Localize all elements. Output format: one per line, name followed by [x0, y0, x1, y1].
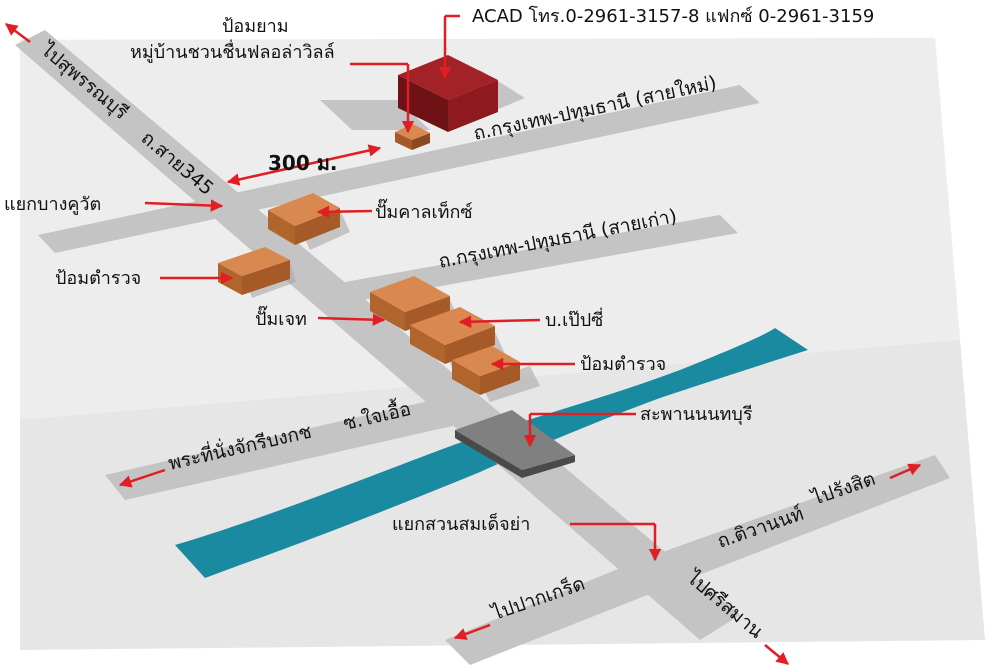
arrow-bang-khu-wat — [144, 199, 224, 212]
guard-box-side — [395, 132, 412, 150]
police1-top — [218, 247, 290, 276]
arrow-rangsit — [889, 463, 922, 480]
arrow-jet — [317, 313, 386, 326]
caltex-label: ปั๊มคาลเท็กซ์ — [375, 198, 473, 223]
village-label: หมู่บ้านชวนชื่นฟลอล่าวิลล์ — [130, 39, 335, 63]
police2-shadow — [480, 366, 540, 402]
pepsi-side — [445, 326, 495, 364]
bridge-label: สะพานนนทบุรี — [640, 404, 753, 425]
bridge-deck-side — [455, 430, 575, 478]
jet-top — [370, 276, 450, 312]
distance-label: 300 ม. — [268, 151, 338, 175]
arrow-pakkret — [453, 623, 491, 640]
pepsi-top — [410, 307, 495, 345]
pepsi-label: บ.เป๊ปซี่ — [545, 307, 603, 331]
target-building-front — [398, 75, 448, 132]
arrow-distance-line — [226, 144, 382, 186]
caltex-top — [268, 193, 340, 226]
pepsi-front — [410, 325, 445, 364]
road-chaiua-pranangklao — [105, 395, 470, 500]
road-pakkret-west — [445, 560, 660, 665]
bang-khu-wat-label: แยกบางคูวัต — [4, 194, 101, 215]
police1-side — [242, 260, 290, 295]
contact-label: ACAD โทร.0-2961-3157-8 แฟกซ์ 0-2961-3159 — [472, 5, 874, 27]
police2-side — [480, 362, 520, 395]
police2-front — [452, 360, 480, 395]
police2-top — [452, 346, 520, 376]
police2-label: ป้อมตำรวจ — [580, 354, 666, 375]
arrow-srisaman — [764, 644, 789, 665]
suan-som-det-label: แยกสวนสมเด็จย่า — [392, 512, 530, 535]
police1-label: ป้อมตำรวจ — [55, 268, 141, 289]
arrow-caltex — [316, 205, 373, 219]
target-building-side — [448, 80, 498, 132]
jet-front — [370, 292, 405, 331]
arrow-pepsi — [458, 315, 541, 328]
caltex-front — [268, 210, 295, 245]
jet-label: ปั๊มเจท — [255, 305, 307, 330]
arrow-pranangklao — [118, 468, 166, 488]
bridge-deck — [455, 410, 575, 470]
arrow-suphan — [5, 23, 31, 43]
road-345-main — [15, 30, 740, 640]
guard-box-side2 — [412, 133, 430, 150]
jet-side — [405, 296, 450, 331]
village-guard-label: ป้อมยาม — [222, 16, 289, 37]
ground-shade — [20, 38, 960, 420]
road-tiwanon-east — [640, 455, 950, 590]
